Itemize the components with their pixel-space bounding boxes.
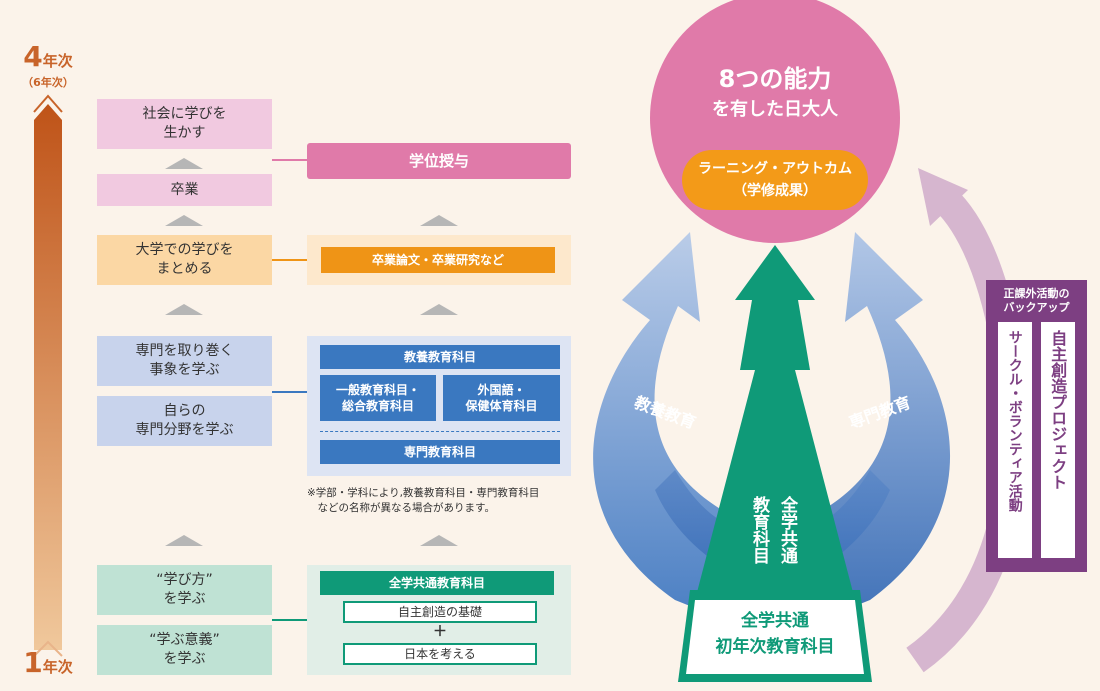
year-bottom-label: 1年次	[18, 646, 78, 679]
stage-graduation: 卒業	[97, 174, 272, 206]
special-arrow-shape	[655, 232, 951, 610]
backup-title: 正課外活動の バックアップ	[1003, 286, 1070, 314]
connector-liberal	[272, 391, 308, 393]
common-header: 全学共通教育科目	[320, 571, 554, 595]
backup-col1-box	[1041, 322, 1075, 558]
thesis-box: 卒業論文・卒業研究など	[321, 247, 555, 273]
base-inner	[686, 600, 864, 674]
up-arrow-3	[165, 304, 203, 315]
year-top-unit: 年次	[42, 52, 73, 70]
stage-summarize: 大学での学びを まとめる	[97, 235, 272, 285]
outcome-line1: ラーニング・アウトカム	[698, 160, 852, 177]
goal-line1: 8つの能力	[718, 64, 832, 93]
liberal-header: 教養教育科目	[320, 345, 560, 369]
backup-col1: 自主創造プロジェクト	[1048, 330, 1068, 490]
up-arrow-2	[165, 215, 203, 226]
stage-around: 専門を取り巻く 事象を学ぶ	[97, 336, 272, 386]
up-arrow-1	[165, 158, 203, 169]
foreign-box: 外国語・ 保健体育科目	[443, 375, 560, 421]
connector-common	[272, 619, 308, 621]
backup-col2-box	[998, 322, 1032, 558]
base-line2: 初年次教育科目	[715, 636, 835, 657]
base-line1: 全学共通	[741, 610, 809, 631]
year-bottom-unit: 年次	[42, 658, 73, 676]
year-top-number: 4	[23, 40, 43, 73]
up-arrow-7	[420, 535, 458, 546]
backup-col2: サークル・ボランティア活動	[1006, 330, 1023, 512]
connector-thesis	[272, 259, 308, 261]
curriculum-note: ※学部・学科により,教養教育科目・専門教育科目 などの名称が異なる場合があります…	[307, 487, 540, 515]
goal-line2: を有した日大人	[712, 98, 838, 120]
year-scale-bar	[33, 94, 63, 657]
japan-box: 日本を考える	[343, 643, 537, 665]
liberal-arrow-shape	[593, 232, 890, 610]
connector-degree	[272, 159, 308, 161]
outcome-pill	[682, 150, 868, 210]
stage-apply: 社会に学びを 生かす	[97, 99, 272, 149]
year-scale: 4年次 （6年次） 1年次	[18, 40, 78, 680]
plus-sign: ＋	[433, 623, 447, 640]
common-arrow-shape	[695, 245, 855, 600]
year-top-label: 4年次	[18, 40, 78, 73]
backup-curve-head	[918, 168, 968, 226]
growth-diagram	[593, 0, 1029, 682]
center-col2: 教育科目	[749, 496, 769, 564]
up-arrow-6	[420, 304, 458, 315]
outcome-line2: （学修成果）	[733, 182, 817, 199]
specialized-box: 専門教育科目	[320, 440, 560, 464]
stage-meaning: “学ぶ意義” を学ぶ	[97, 625, 272, 675]
stage-field: 自らの 専門分野を学ぶ	[97, 396, 272, 446]
liberal-divider	[320, 431, 560, 432]
degree-box: 学位授与	[307, 143, 571, 179]
center-col1: 全学共通	[777, 496, 797, 564]
year-top-sub: （6年次）	[22, 76, 74, 89]
general-box: 一般教育科目・ 総合教育科目	[320, 375, 436, 421]
foundation-box: 自主創造の基礎	[343, 601, 537, 623]
stage-how: “学び方” を学ぶ	[97, 565, 272, 615]
up-arrow-4	[165, 535, 203, 546]
up-arrow-5	[420, 215, 458, 226]
year-bottom-number: 1	[23, 646, 43, 679]
